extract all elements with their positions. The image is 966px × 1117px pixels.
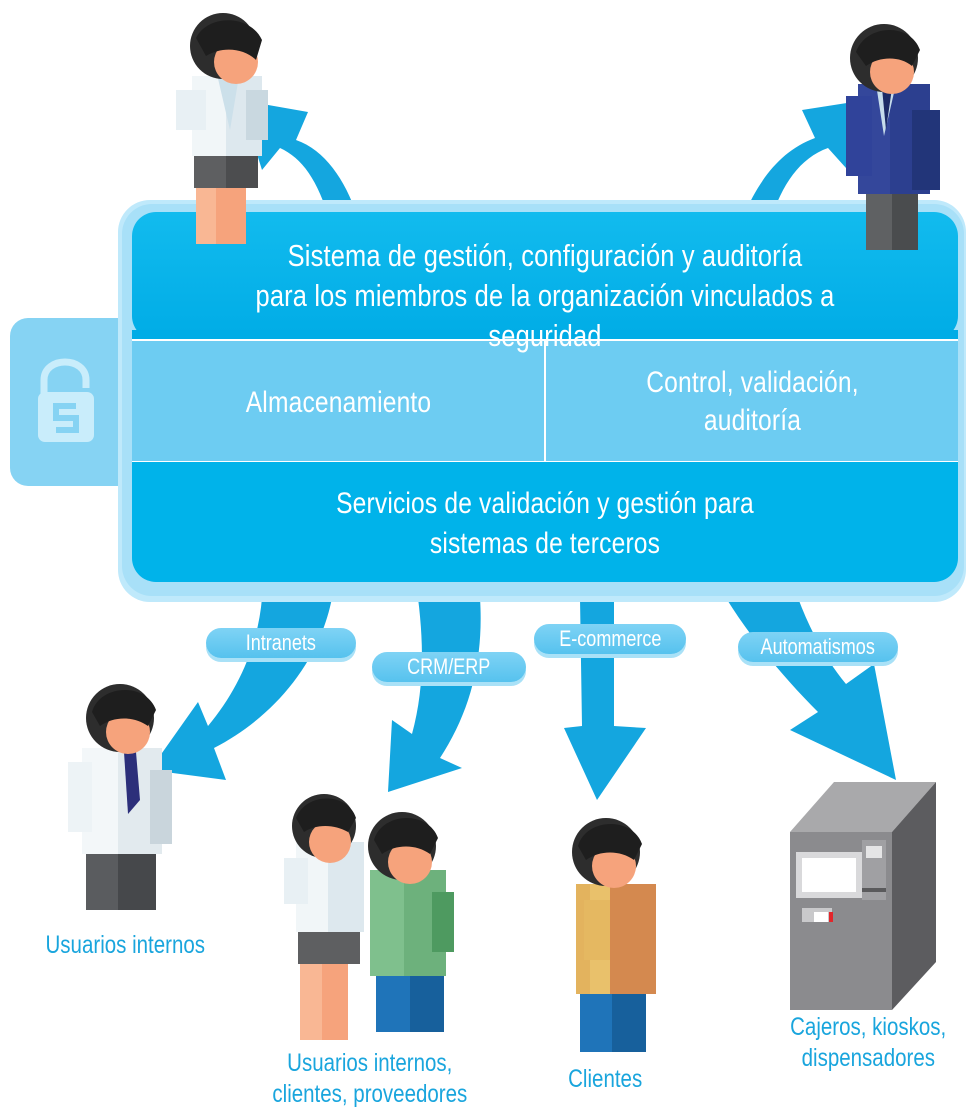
caption-internal-users-text: Usuarios internos: [45, 931, 205, 959]
caption-atm-line2: dispensadores: [801, 1044, 935, 1072]
channel-ecommerce: E-commerce: [534, 624, 686, 654]
control-label: Control, validación, auditoría: [584, 364, 921, 440]
channel-ecommerce-label: E-commerce: [558, 626, 662, 651]
channel-intranets: Intranets: [206, 628, 356, 658]
control-label-line1: Control, validación,: [646, 366, 859, 399]
caption-mixed-users: Usuarios internos, clientes, proveedores: [240, 1048, 500, 1110]
services-label: Servicios de validación y gestión para s…: [206, 484, 883, 564]
person-client: [572, 818, 656, 1052]
system-block: [118, 200, 966, 602]
services-label-line1: Servicios de validación y gestión para: [336, 487, 754, 520]
person-top-right: [846, 24, 940, 250]
storage-label: Almacenamiento: [169, 384, 508, 422]
caption-mixed-line2: clientes, proveedores: [272, 1080, 468, 1108]
services-label-line2: sistemas de terceros: [429, 527, 661, 560]
caption-atm: Cajeros, kioskos, dispensadores: [770, 1012, 966, 1074]
control-label-line2: auditoría: [703, 404, 802, 437]
caption-clients: Clientes: [540, 1064, 670, 1095]
channel-crm-erp-label: CRM/ERP: [407, 654, 491, 679]
channel-intranets-label: Intranets: [245, 630, 317, 655]
arrow-to-top-left: [240, 100, 357, 222]
channel-automatismos-label: Automatismos: [760, 634, 876, 659]
arrow-intranets: [150, 598, 332, 780]
person-internal-user: [68, 684, 172, 910]
channel-crm-erp: CRM/ERP: [372, 652, 526, 682]
lock-tab: [10, 318, 140, 486]
system-title-line2: para los miembros de la organización vin…: [255, 278, 835, 353]
person-group-mixed: [284, 794, 454, 1040]
arrow-crm-erp: [388, 598, 481, 792]
caption-clients-text: Clientes: [567, 1065, 643, 1093]
caption-mixed-line1: Usuarios internos,: [287, 1049, 453, 1077]
padlock-s-icon: [38, 358, 94, 442]
atm-kiosk: [790, 782, 936, 1010]
caption-internal-users: Usuarios internos: [20, 930, 230, 961]
caption-atm-line1: Cajeros, kioskos,: [789, 1013, 947, 1041]
storage-label-text: Almacenamiento: [245, 386, 432, 419]
channel-automatismos: Automatismos: [738, 632, 898, 662]
system-title-line1: Sistema de gestión, configuración y audi…: [287, 238, 803, 273]
arrow-to-top-right: [744, 100, 866, 222]
system-title: Sistema de gestión, configuración y audi…: [206, 236, 883, 356]
arrow-automatismos: [726, 598, 896, 780]
person-top-left: [176, 13, 268, 244]
